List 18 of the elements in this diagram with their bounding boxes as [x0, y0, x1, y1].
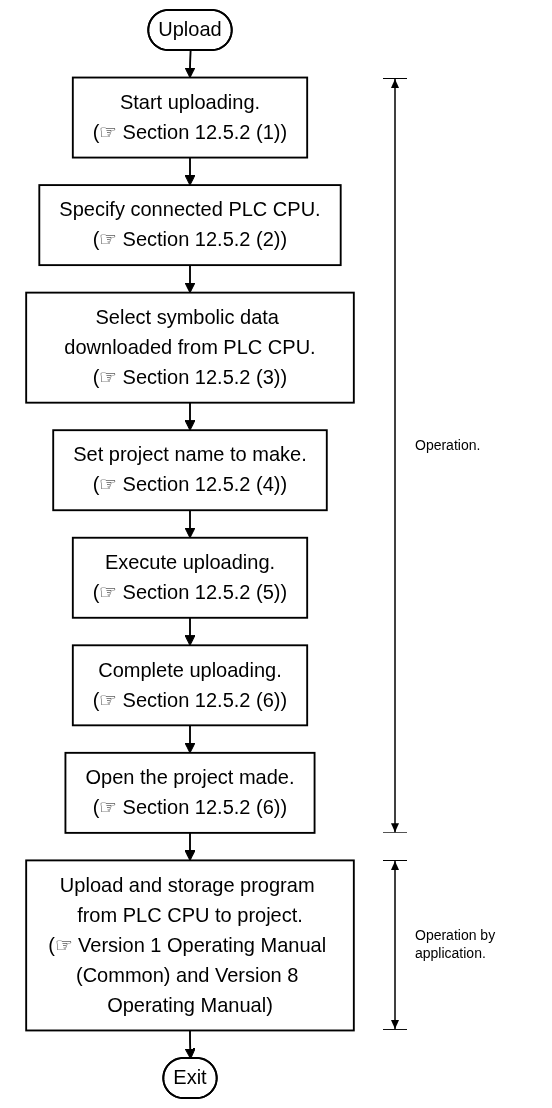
node-box: Start uploading. (☞ Section 12.5.2 (1)): [71, 76, 309, 159]
operation-note: Operation by application.: [415, 927, 497, 963]
arrow: [184, 616, 196, 646]
node-box: Upload and storage program from PLC CPU to project. (☞ Version 1 Operating Manual (Common) and Version 8 Operating Manual): [25, 859, 355, 1032]
node-box: Specify connected PLC CPU. (☞ Section 12.5.2 (2)): [38, 184, 342, 267]
arrow: [184, 509, 196, 539]
node-box: Complete uploading. (☞ Section 12.5.2 (6)): [71, 644, 309, 727]
arrow: [184, 49, 196, 79]
node-box: Select symbolic data downloaded from PLC CPU. (☞ Section 12.5.2 (3)): [25, 291, 355, 404]
arrow: [184, 401, 196, 431]
arrow: [184, 724, 196, 754]
node-box: Execute uploading. (☞ Section 12.5.2 (5)): [71, 536, 309, 619]
arrow: [184, 264, 196, 294]
arrow: [184, 831, 196, 861]
arrow: [184, 156, 196, 186]
node-box: Set project name to make. (☞ Section 12.5.2 (4)): [52, 429, 328, 512]
operation-note: Operation.: [415, 437, 482, 455]
node-box: Open the project made. (☞ Section 12.5.2 (6)): [64, 751, 316, 834]
